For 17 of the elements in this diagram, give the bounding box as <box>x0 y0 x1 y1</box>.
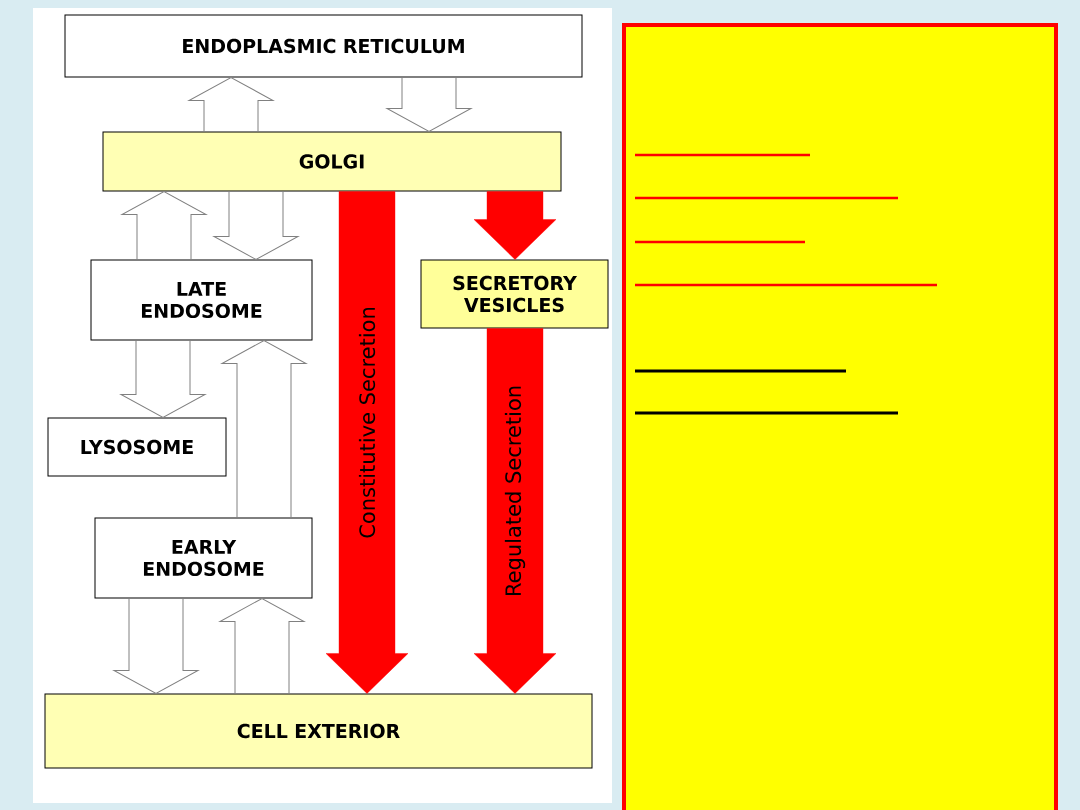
block-arrow <box>473 191 557 260</box>
organelle-box: CELL EXTERIOR <box>44 693 593 769</box>
organelle-box: GOLGI <box>102 131 562 192</box>
organelle-box: EARLY ENDOSOME <box>94 517 313 599</box>
organelle-box: ENDOPLASMIC RETICULUM <box>64 14 583 78</box>
block-arrow <box>120 340 206 418</box>
block-arrow <box>386 77 472 132</box>
block-arrow <box>219 598 305 694</box>
organelle-box: LATE ENDOSOME <box>90 259 313 341</box>
block-arrow <box>188 77 274 132</box>
block-arrow <box>121 191 207 260</box>
block-arrow <box>221 340 307 518</box>
edge-label: Regulated Secretion <box>503 383 527 599</box>
block-arrow <box>213 191 299 260</box>
block-arrow <box>113 598 199 694</box>
organelle-box: SECRETORY VESICLES <box>420 259 609 329</box>
organelle-box: LYSOSOME <box>47 417 227 477</box>
